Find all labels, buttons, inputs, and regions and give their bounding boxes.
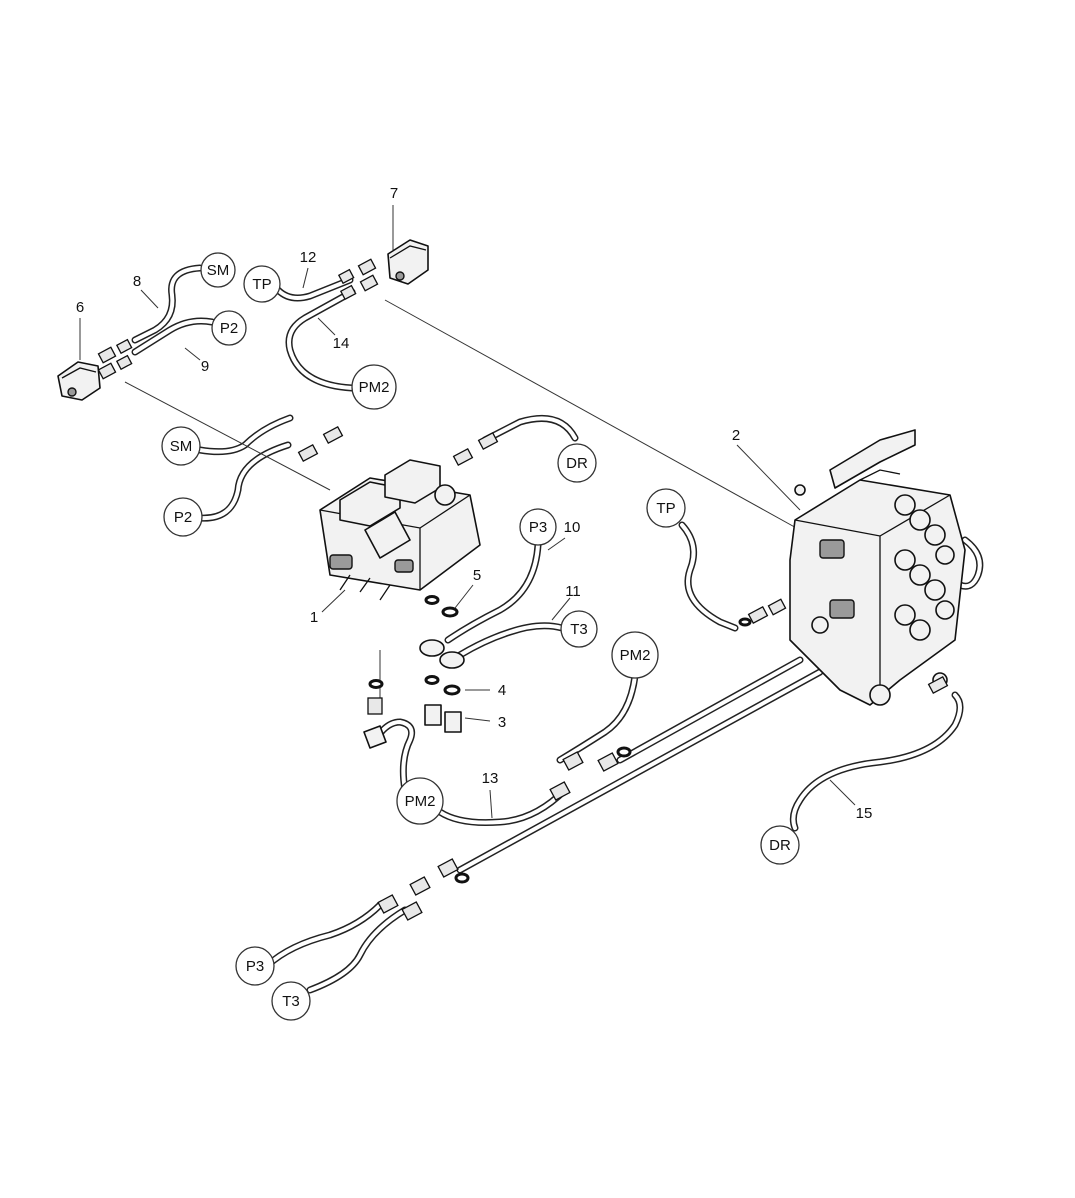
svg-text:DR: DR [566,455,588,472]
svg-text:DR: DR [769,837,791,854]
part-number-8: 8 [133,273,141,290]
port-tag-p3-mid: P3 [519,508,557,546]
part-number-6: 6 [76,299,84,316]
port-tag-p2-left: P2 [163,497,203,537]
part-number-4: 4 [498,682,506,699]
part-number-12: 12 [300,249,317,266]
svg-text:P3: P3 [529,519,547,536]
port-tags: SM P2 TP PM2 SM P2 DR P3 [161,252,800,1021]
part-numbers: 1 2 3 4 5 6 7 8 9 10 11 12 13 14 15 [76,185,873,822]
part-number-11: 11 [565,583,581,600]
svg-text:T3: T3 [282,993,300,1010]
port-tag-t3-bottom: T3 [271,981,311,1021]
svg-text:PM2: PM2 [620,647,651,664]
part-number-14: 14 [333,335,350,352]
svg-text:P2: P2 [220,320,238,337]
svg-text:SM: SM [170,438,193,455]
leader-lines [79,205,856,819]
hoses [131,264,984,994]
fittings-3-4-5 [363,595,465,749]
port-tag-tp-right: TP [646,488,686,528]
svg-text:TP: TP [656,500,675,517]
svg-text:SM: SM [207,262,230,279]
port-tag-p2-top: P2 [211,310,247,346]
svg-text:TP: TP [252,276,271,293]
part-number-1: 1 [310,609,318,626]
manifold-block-7 [337,239,429,301]
port-tag-pm2-top: PM2 [351,364,397,410]
part-number-7: 7 [390,185,398,202]
part-number-5: 5 [473,567,481,584]
port-tag-dr-top: DR [557,443,597,483]
valve-block-1 [297,425,499,601]
bottom-fittings [377,675,949,921]
part-number-2: 2 [732,427,740,444]
svg-text:PM2: PM2 [359,379,390,396]
part-number-3: 3 [498,714,506,731]
part-number-13: 13 [482,770,499,787]
port-tag-t3-mid: T3 [560,610,598,648]
valve-block-2 [738,429,966,706]
part-number-15: 15 [856,805,873,822]
port-tag-tp-top: TP [243,265,281,303]
svg-text:T3: T3 [570,621,588,638]
svg-text:P2: P2 [174,509,192,526]
spool-stack [894,494,955,641]
part-number-9: 9 [201,358,209,375]
port-tag-pm2-right: PM2 [611,631,659,679]
port-tag-p3-bottom: P3 [235,946,275,986]
hose-p2-valve [196,441,292,522]
svg-text:P3: P3 [246,958,264,975]
port-tag-sm-top: SM [200,252,236,288]
port-tag-dr-bottom: DR [760,825,800,865]
manifold-block-6 [57,338,133,401]
part-number-10: 10 [564,519,581,536]
port-tag-pm2-bottom: PM2 [396,777,444,825]
port-tag-sm-left: SM [161,426,201,466]
svg-text:PM2: PM2 [405,793,436,810]
